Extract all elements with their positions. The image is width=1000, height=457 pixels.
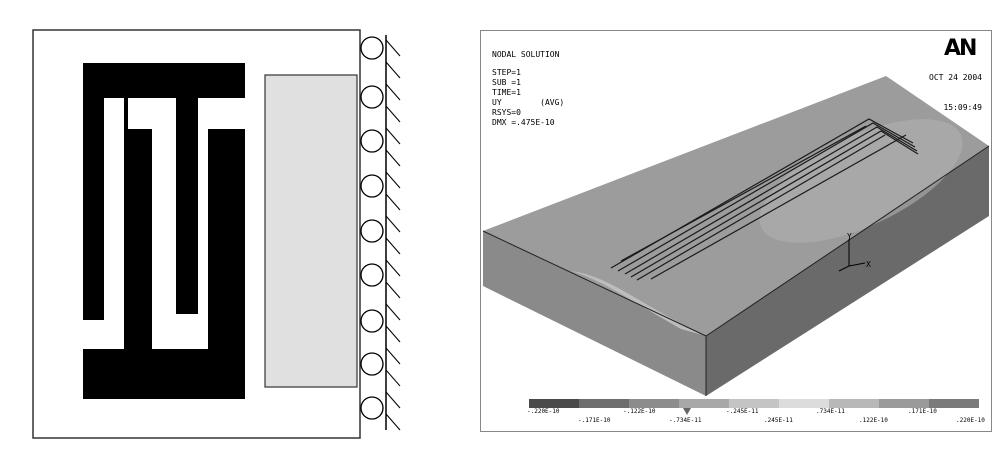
color-legend [529, 399, 979, 415]
legend-swatch [829, 399, 879, 408]
legend-label-bottom: .220E-10 [956, 417, 985, 424]
result-param-line: SUB =1 [492, 78, 521, 87]
model-edge-3 [705, 145, 990, 337]
result-param-line: RSYS=0 [492, 108, 521, 117]
legend-swatch [679, 399, 729, 408]
legend-label-top: -.245E-11 [726, 408, 759, 415]
result-title: NODAL SOLUTION [492, 50, 560, 59]
model-front-face [483, 231, 706, 396]
electrode-top-bar [83, 63, 245, 98]
grey-block [264, 74, 358, 388]
legend-label-bottom: -.171E-10 [578, 417, 611, 424]
axis-x-label: X [866, 260, 871, 269]
result-param-line: STEP=1 [492, 68, 521, 77]
legend-swatch [629, 399, 679, 408]
ansys-logo: AN [944, 36, 977, 61]
support-hatching [385, 39, 401, 431]
legend-swatch [579, 399, 629, 408]
interdigitated-transducer-diagram [32, 29, 401, 439]
legend-label-bottom: .122E-10 [859, 417, 888, 424]
axis-y-label: Y [847, 232, 852, 241]
axis-triad [838, 239, 866, 272]
result-param-line: TIME=1 [492, 88, 521, 97]
result-timestamp: OCT 24 2004 15:09:49 [929, 53, 982, 133]
model-edge-2 [482, 230, 707, 337]
legend-label-bottom: .245E-11 [764, 417, 793, 424]
legend-label-top: .171E-10 [908, 408, 937, 415]
legend-swatch [529, 399, 579, 408]
legend-swatch [929, 399, 979, 408]
roller-supports [360, 36, 384, 420]
legend-label-top: -.220E-10 [527, 408, 560, 415]
legend-marker [683, 408, 691, 415]
result-param-line: DMX =.475E-10 [492, 118, 555, 127]
ansys-model-view: Y X [482, 76, 990, 415]
result-date: OCT 24 2004 [929, 73, 982, 82]
electrode-gaps [83, 98, 208, 349]
legend-label-bottom: -.734E-11 [669, 417, 702, 424]
model-right-face [706, 146, 989, 396]
legend-label-top: .734E-11 [816, 408, 845, 415]
result-param-line: UY (AVG) [492, 98, 565, 107]
result-time: 15:09:49 [943, 103, 982, 112]
legend-label-top: -.122E-10 [623, 408, 656, 415]
electrode-stripes [610, 118, 919, 281]
legend-swatch [779, 399, 829, 408]
legend-swatch [879, 399, 929, 408]
legend-swatch [729, 399, 779, 408]
